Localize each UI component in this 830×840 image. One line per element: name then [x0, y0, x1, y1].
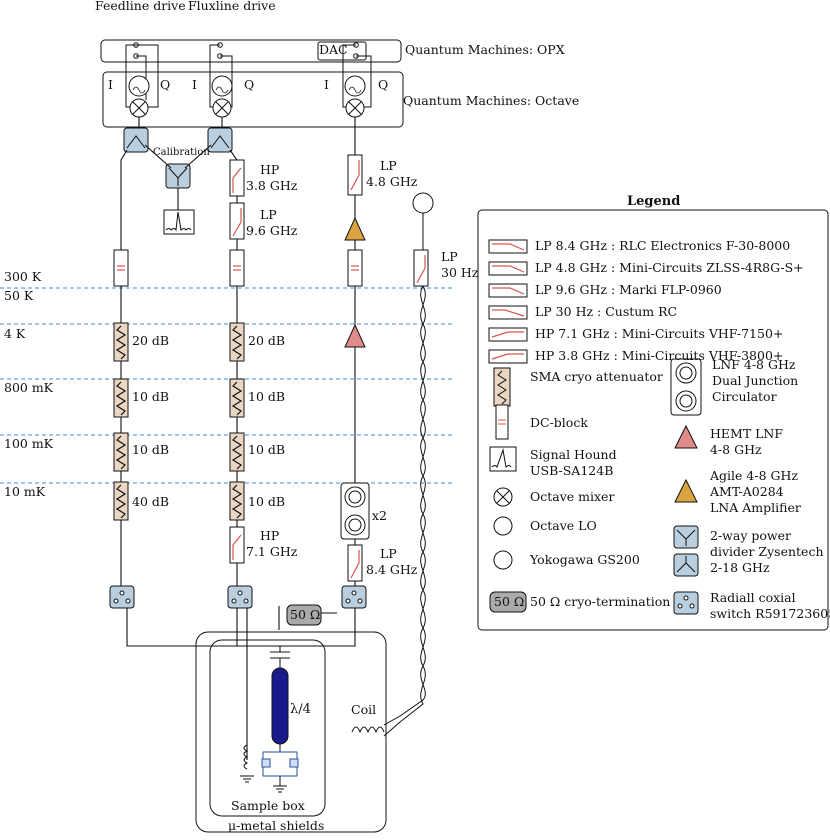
sample-box: [209, 639, 326, 817]
att-l1-2: 10 dB: [132, 389, 170, 404]
legend-mixer: Octave mixer: [530, 489, 615, 504]
q-label-3: Q: [378, 77, 389, 92]
legend-attenuator: SMA cryo attenuator: [530, 369, 663, 384]
lp3-b: 4.8 GHz: [366, 174, 418, 189]
coil: [351, 726, 385, 734]
octave-label: Quantum Machines: Octave: [403, 93, 580, 108]
lp4-a: LP: [380, 546, 397, 561]
lambda-label: λ/4: [290, 702, 311, 717]
feedline-label: Feedline drive: [95, 0, 186, 13]
hemt-amplifier: [344, 323, 366, 348]
shield-label: μ-metal shields: [228, 818, 325, 833]
legend-agile-2: AMT-A0284: [710, 484, 784, 499]
legend-circ-1: LNF 4-8 GHz: [712, 357, 796, 372]
lp30-b: 30 Hz: [441, 265, 479, 280]
legend-dcblock: DC-block: [530, 415, 588, 430]
hp2-a: HP: [260, 528, 280, 543]
legend-filter-4: LP 30 Hz : Custum RC: [535, 304, 678, 319]
legend-sh-2: USB-SA124B: [530, 463, 614, 478]
legend-sh-1: Signal Hound: [530, 447, 617, 462]
term-label: 50 Ω: [290, 607, 321, 622]
stage-lines: [0, 287, 455, 484]
hp1-b: 3.8 GHz: [246, 178, 298, 193]
legend-agile-1: Agile 4-8 GHz: [710, 468, 798, 483]
switches: [109, 585, 367, 609]
resonator: [271, 667, 289, 745]
stage-10mk: 10 mK: [4, 484, 46, 499]
attenuators: [113, 322, 245, 521]
lp30-a: LP: [441, 249, 458, 264]
att-l2-3: 10 dB: [248, 442, 286, 457]
power-divider-top: [123, 127, 233, 189]
yokogawa-source: [412, 192, 434, 214]
legend-filter-5: HP 7.1 GHz : Mini-Circuits VHF-7150+: [535, 326, 784, 341]
legend-switch-1: Radiall coxial: [710, 590, 796, 605]
legend-termination: 50 Ω cryo-termination: [530, 594, 671, 609]
lp3-a: LP: [380, 158, 397, 173]
legend-term-box: 50 Ω: [494, 594, 525, 609]
lp1-b: 9.6 GHz: [246, 223, 298, 238]
legend-filter-3: LP 9.6 GHz : Marki FLP-0960: [535, 282, 722, 297]
legend-lo: Octave LO: [530, 518, 597, 533]
legend-filter-1: LP 8.4 GHz : RLC Electronics F-30-8000: [535, 238, 791, 253]
i-label-2: I: [192, 77, 197, 92]
att-l2-1: 20 dB: [248, 333, 286, 348]
mu-metal-shield: [195, 631, 387, 833]
legend-filter-6: HP 3.8 GHz : Mini-Circuits VHF-3800+: [535, 348, 784, 363]
legend-hemt-1: HEMT LNF: [710, 426, 784, 441]
sample-box-label: Sample box: [231, 798, 305, 813]
stage-100mk: 100 mK: [4, 436, 54, 451]
q-label-1: Q: [160, 77, 171, 92]
i-label-1: I: [108, 77, 113, 92]
legend-divider-3: 2-18 GHz: [710, 560, 770, 575]
agile-amplifier: [344, 216, 366, 241]
hp1-a: HP: [260, 162, 280, 177]
stage-800mk: 800 mK: [4, 380, 54, 395]
fluxline-label: Fluxline drive: [188, 0, 276, 13]
circulator: [340, 482, 370, 540]
att-l1-3: 10 dB: [132, 442, 170, 457]
lp1-a: LP: [260, 207, 277, 222]
legend-circ-3: Circulator: [712, 389, 777, 404]
legend-yokogawa: Yokogawa GS200: [530, 552, 640, 567]
att-l2-4: 10 dB: [248, 494, 286, 509]
legend-circ-2: Dual Junction: [712, 373, 799, 388]
legend-divider-1: 2-way power: [710, 528, 791, 543]
legend-filter-2: LP 4.8 GHz : Mini-Circuits ZLSS-4R8G-S+: [535, 260, 804, 275]
att-l1-1: 20 dB: [132, 333, 170, 348]
legend-switch-2: switch R591723605: [710, 606, 830, 621]
termination: [286, 604, 322, 626]
calibration-label: Calibration: [153, 147, 210, 158]
i-label-3: I: [324, 77, 329, 92]
stage-50k: 50 K: [4, 288, 34, 303]
legend-hemt-2: 4-8 GHz: [710, 442, 762, 457]
legend-title: Legend: [627, 194, 681, 209]
circulator-x2: x2: [372, 508, 388, 523]
dac-label: DAC: [319, 42, 348, 57]
dc-blocks: [113, 249, 363, 287]
coil-label: Coil: [351, 702, 377, 717]
octave-box: [102, 71, 404, 128]
att-l2-2: 10 dB: [248, 389, 286, 404]
stage-300k: 300 K: [4, 269, 42, 284]
legend-divider-2: divider Zysentech: [710, 544, 824, 559]
opx-label: Quantum Machines: OPX: [405, 42, 565, 57]
stage-4k: 4 K: [4, 326, 26, 341]
att-l1-4: 40 dB: [132, 494, 170, 509]
legend-agile-3: LNA Amplifier: [710, 500, 801, 515]
legend-box: [477, 209, 829, 631]
lp4-b: 8.4 GHz: [366, 562, 418, 577]
hp2-b: 7.1 GHz: [246, 544, 298, 559]
q-label-2: Q: [244, 77, 255, 92]
